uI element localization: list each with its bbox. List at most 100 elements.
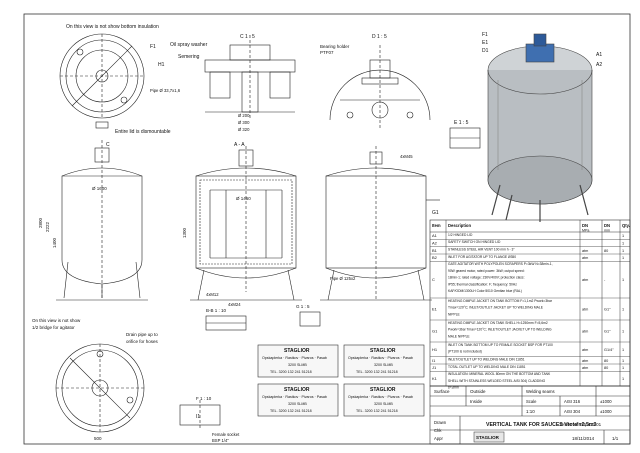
detail-d — [329, 45, 431, 128]
stamp-frame — [343, 383, 425, 417]
table-description-cell: HEATING DIMPLE JACKET ON TANK SHELL H=12… — [448, 321, 552, 338]
stamp-line1: Opskaplerka · Rastkov · Pivaros · Pasab — [262, 395, 327, 399]
pipe-side-callout: Pipe Ø 125x2 — [330, 276, 356, 281]
stamp-company: STAGLIOR — [370, 387, 396, 393]
table-value-cell: 80 — [604, 249, 608, 253]
table-description-cell: 1/2 HINGED LID — [448, 233, 473, 237]
table-value-cell: atm — [582, 359, 588, 363]
bottom-view — [55, 343, 145, 433]
bearing-holder-code: PTF07 — [320, 50, 334, 55]
stamp-line1: Opskaplerka · Rastkov · Pivaros · Pasab — [262, 356, 327, 360]
table-value-cell: 1 — [622, 359, 624, 363]
tb-scale: 1:10 — [526, 409, 535, 414]
table-row: A1 1/2 HINGED LID 1 — [432, 233, 624, 238]
table-description-cell: SAFETY SWITCH ON HINGED LID — [448, 240, 501, 244]
table-value-cell: 1 — [622, 330, 624, 334]
table-header-cell: Item — [432, 223, 441, 228]
table-value-cell: atm — [582, 308, 588, 312]
table-value-cell: G1" — [604, 330, 611, 334]
stamp-line1: Opskaplerka · Rastkov · Pivaros · Pasab — [348, 356, 413, 360]
detail-b-b — [205, 315, 247, 331]
stamp-frame — [257, 344, 339, 378]
label-a1-3d: A1 — [596, 52, 602, 58]
label-i1-bottom: I1 — [196, 414, 200, 420]
table-row: I1 INLET/OUTLET UP TO WELDING MALE DIN 11… — [432, 357, 624, 362]
female-socket-callout: Female socket — [212, 432, 240, 437]
drain-pipe-note: Drain pipe up to — [126, 332, 158, 337]
detail-c — [204, 35, 296, 120]
tb-scale-label: Scale — [526, 399, 537, 404]
table-item-cell: I1 — [432, 358, 436, 363]
table-item-cell: B1 — [432, 248, 438, 253]
table-description-cell: HEATING DIMPLE JACKET ON TANK BOTTOM F=1… — [448, 299, 553, 316]
table-description-cell: STAINLESS STEEL AIR VENT 100 mm h - 3" — [448, 247, 515, 251]
tb-approved: Appr — [434, 436, 443, 441]
g-scale-label: G 1 : 5 — [296, 304, 310, 309]
table-value-cell: atm — [582, 278, 588, 282]
table-value-cell: - — [604, 278, 606, 282]
e-scale-label: E 1 : 5 — [454, 120, 469, 126]
table-item-cell: A1 — [432, 233, 438, 238]
tb-tolerance-2: ±1000 — [600, 409, 612, 414]
table-value-cell: 1 — [622, 234, 624, 238]
table-value-cell: atm — [582, 249, 588, 253]
dim-h2222: 2222 — [45, 221, 50, 232]
label-d1-3d: D1 — [482, 48, 489, 54]
oil-spray-callout: Oil spray washer — [170, 42, 208, 48]
b-section-label: B-B 1 : 10 — [206, 308, 227, 313]
tb-checked: Chk — [434, 428, 442, 433]
female-socket-size: BSP 1/4" — [212, 438, 229, 443]
table-value-cell: 1 — [622, 377, 624, 381]
d-scale-label: D 1 : 5 — [372, 34, 387, 40]
detail-e — [449, 127, 481, 149]
company-stamp: STAGLIOR Opskaplerka · Rastkov · Pivaros … — [343, 344, 425, 378]
tb-outside: Outside — [470, 389, 486, 394]
dim-d300: Ø 300 — [238, 120, 250, 125]
table-item-cell: K1 — [432, 376, 438, 381]
table-value-cell: 1 — [622, 249, 624, 253]
table-value-cell: 1 — [622, 242, 624, 246]
table-value-cell: atm — [582, 366, 588, 370]
tb-date: 18/11/2014 — [572, 436, 595, 441]
pipe-top-callout: Pipe Ø 33,7x1,6 — [150, 88, 181, 93]
top-view-note: On this view is not show bottom insulati… — [66, 24, 159, 30]
tb-tolerance-1: ±1000 — [600, 399, 612, 404]
hydraulic-4-callout: 4xM45 — [400, 154, 413, 159]
dim-h1300: 1300 — [182, 227, 187, 238]
table-value-cell: G1/4" — [604, 348, 614, 352]
table-value-cell: atm — [582, 348, 588, 352]
table-item-cell: E1 — [432, 307, 438, 312]
stamp-frame — [257, 383, 339, 417]
label-c-front: C — [106, 142, 110, 148]
c-scale-label: C 1 : 5 — [240, 34, 255, 40]
a-section-label: A - A — [234, 142, 245, 148]
stamp-company: STAGLIOR — [370, 348, 396, 354]
section-a-a — [190, 146, 302, 301]
hydraulic-bot-callout: 4xM24 — [228, 302, 241, 307]
stamp-line2: 3200 SLMB — [288, 363, 307, 367]
table-description-cell: INLET/OUTLET UP TO WELDING MALE DIN 1185… — [448, 357, 525, 361]
drain-pipe-note2: orifice for hoses — [126, 339, 159, 344]
tb-material-2: AISI 304 — [564, 409, 581, 414]
entire-lid-note: Entire lid is dismountable — [115, 129, 171, 135]
hydraulic-mid-callout: 4xM12 — [206, 292, 219, 297]
stamp-line2: 3200 SLMB — [374, 402, 393, 406]
bearing-holder-callout: Bearing holder — [320, 44, 350, 49]
label-f1-top: F1 — [150, 44, 156, 50]
dim-d1460: Ø 1460 — [236, 196, 251, 201]
semering-callout: Semering — [178, 54, 200, 60]
stamp-line2: 3200 SLMB — [374, 363, 393, 367]
dim-d1600: Ø 1600 — [92, 186, 107, 191]
table-item-cell: J1 — [432, 365, 437, 370]
table-row: E1 HEATING DIMPLE JACKET ON TANK BOTTOM F… — [432, 299, 624, 316]
dim-h2800: 2800 — [38, 217, 43, 228]
tb-logo: STAGLIOR — [476, 435, 500, 440]
label-g1-side: G1 — [432, 210, 439, 216]
table-description-cell: INLET FOR AGITATOR UP TO FLANGE Ø350 — [448, 255, 516, 259]
